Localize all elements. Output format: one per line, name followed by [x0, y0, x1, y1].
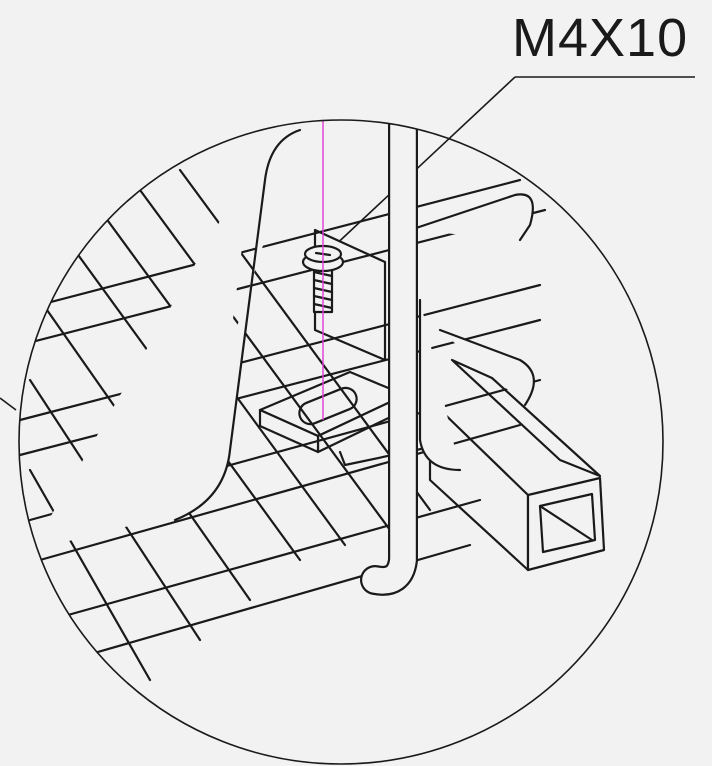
callout-label: M4X10: [512, 8, 689, 68]
mesh-vertical-wire: [360, 120, 418, 596]
detail-circle: [18, 119, 664, 765]
mesh-bent-edge-wire: [408, 193, 535, 472]
secondary-leader-fragment: [0, 397, 17, 411]
detail-content: [19, 120, 606, 682]
slotted-hole: [298, 386, 358, 426]
mesh-u-wire-left: [27, 128, 302, 548]
